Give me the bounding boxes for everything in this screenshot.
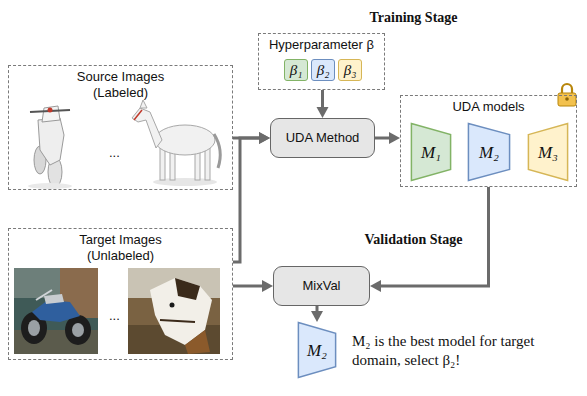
connector-line bbox=[233, 138, 261, 262]
node-label: Validation Stage bbox=[365, 231, 463, 248]
ellipsis: ... bbox=[109, 146, 120, 160]
ellipsis: ... bbox=[109, 309, 120, 323]
node-label: M₂ bbox=[307, 341, 327, 360]
trapezoid-outline bbox=[468, 124, 509, 181]
hyperparameter-box: Hyperparameter β β₁ β₂ β₃ bbox=[258, 33, 385, 90]
source-horse bbox=[132, 100, 220, 186]
node-label: UDA Method bbox=[286, 130, 360, 146]
hyperparameter-chip: β₃ bbox=[338, 59, 362, 81]
stage-region: Training StageHyperparameter β β₁ β₂ β₃ UDA … bbox=[245, 3, 582, 215]
model-trapezoid: M₂ bbox=[298, 322, 336, 378]
arrow-connector bbox=[317, 90, 329, 118]
arrow-connector bbox=[233, 132, 270, 262]
arrowhead bbox=[317, 107, 329, 118]
model-group-box: UDA modelsM₁ M₂ M₃ bbox=[400, 95, 577, 187]
node-label: Target Images (Unlabeled) bbox=[65, 232, 177, 264]
node-label: UDA models bbox=[452, 99, 524, 115]
node-label: β₃ bbox=[344, 62, 357, 79]
model-trapezoid: M₃ bbox=[528, 123, 568, 181]
node-label: Source Images (Labeled) bbox=[65, 69, 177, 101]
connector-line bbox=[375, 137, 391, 140]
target-motorcycle-photo bbox=[14, 268, 98, 354]
connector-line bbox=[233, 285, 264, 288]
arrowhead bbox=[311, 311, 323, 322]
arrowhead bbox=[259, 132, 270, 144]
arrow-connector bbox=[233, 280, 273, 292]
target-horse-photo bbox=[128, 268, 220, 354]
node-label: M₁ bbox=[421, 143, 441, 162]
node-label: MixVal bbox=[302, 278, 340, 294]
result-note: M₂ is the best model for target domain, … bbox=[352, 332, 552, 370]
node-label: M₃ bbox=[538, 143, 558, 162]
hyperparameter-chip: β₂ bbox=[311, 59, 335, 81]
arrowhead bbox=[262, 280, 273, 292]
arrow-connector bbox=[311, 306, 323, 322]
node-label: β₁ bbox=[290, 62, 303, 79]
node-label: Training Stage bbox=[369, 9, 457, 26]
node-label: M₂ bbox=[479, 143, 499, 162]
arrowhead bbox=[370, 280, 381, 292]
hyperparameter-chip: β₁ bbox=[284, 59, 308, 81]
process-box: UDA Method bbox=[270, 118, 375, 158]
trapezoid-outline bbox=[528, 124, 567, 181]
trapezoid-outline bbox=[298, 323, 335, 378]
process-box: MixVal bbox=[273, 266, 370, 306]
source-motorcycle bbox=[28, 106, 72, 189]
model-trapezoid: M₂ bbox=[468, 123, 510, 181]
stage-fill bbox=[245, 3, 582, 215]
trapezoid-outline bbox=[411, 124, 450, 181]
connector-line bbox=[321, 90, 324, 109]
arrowhead bbox=[389, 132, 400, 144]
node-label: Hyperparameter β bbox=[269, 37, 374, 53]
arrow-connector bbox=[375, 132, 400, 144]
image-group-box: Target Images (Unlabeled)... bbox=[8, 228, 233, 360]
model-trapezoid: M₁ bbox=[411, 123, 451, 181]
arrowhead bbox=[259, 132, 270, 144]
image-group-box: Source Images (Labeled)... bbox=[8, 65, 233, 190]
node-label: β₂ bbox=[317, 62, 330, 79]
